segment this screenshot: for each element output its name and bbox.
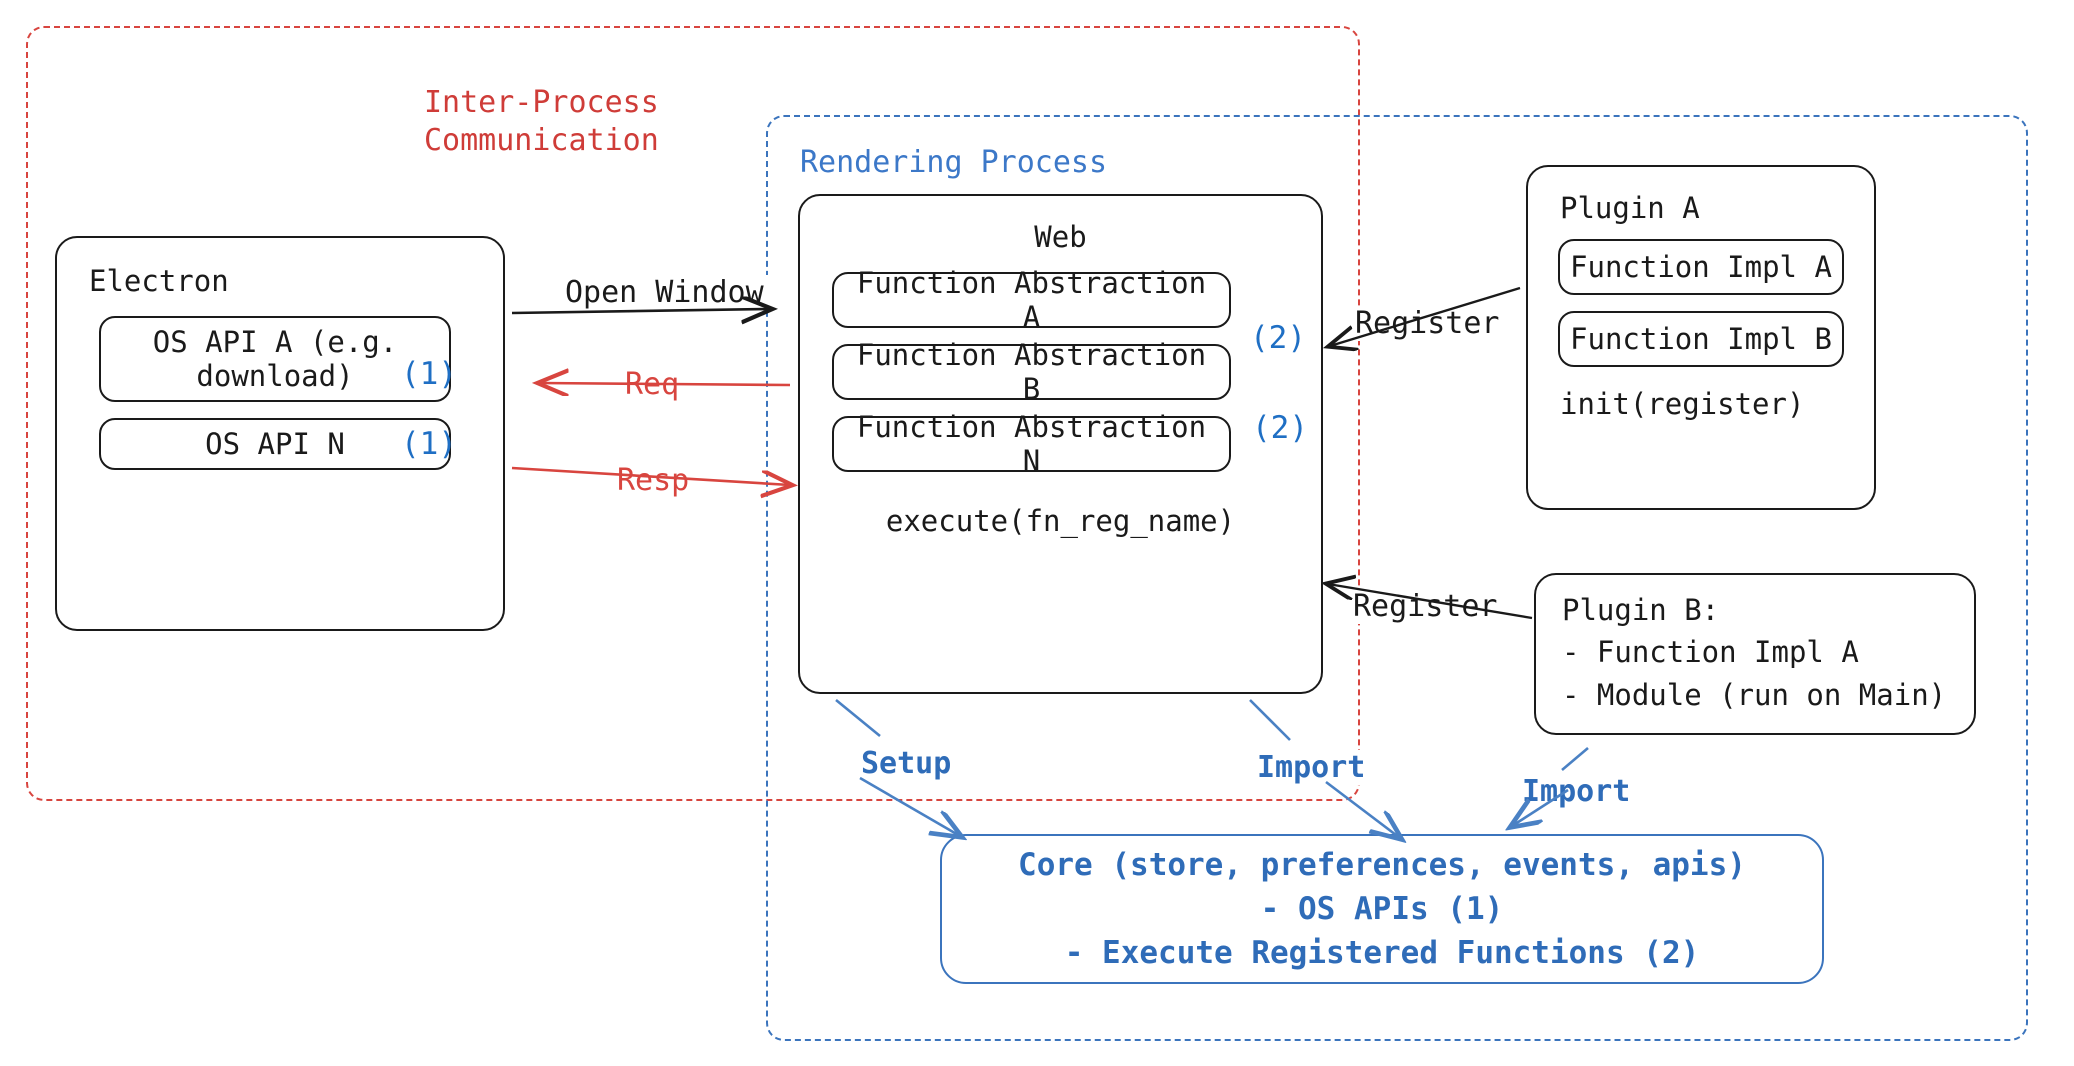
- electron-box: Electron OS API A (e.g. download) (1) OS…: [55, 236, 505, 631]
- electron-title: Electron: [89, 264, 229, 298]
- fn-abs-n-row: Function Abstraction N: [832, 410, 1231, 478]
- edge-label-import-plugin-b: Import: [1517, 774, 1636, 809]
- plugin-a-init-label: init(register): [1560, 387, 1805, 421]
- edge-label-register-a: Register: [1350, 306, 1505, 341]
- fn-abs-b-row: Function Abstraction B: [832, 338, 1231, 406]
- edge-label-resp: Resp: [612, 463, 695, 498]
- core-line-2: - OS APIs (1): [1260, 890, 1504, 927]
- web-title: Web: [1034, 220, 1087, 254]
- os-api-n-marker: (1): [401, 426, 457, 462]
- rendering-process-title: Rendering Process: [800, 145, 1108, 180]
- edge-label-req: Req: [620, 367, 685, 402]
- os-api-a-box[interactable]: OS API A (e.g. download): [99, 316, 451, 402]
- function-abstraction-b-box[interactable]: Function Abstraction B: [832, 338, 1231, 406]
- function-impl-a-box[interactable]: Function Impl A: [1558, 239, 1844, 295]
- function-impl-b-box[interactable]: Function Impl B: [1558, 311, 1844, 367]
- edge-label-import-web: Import: [1252, 750, 1371, 785]
- rendering-process-container: [766, 115, 2028, 1041]
- edge-label-setup: Setup: [856, 746, 957, 781]
- edge-label-register-b: Register: [1348, 589, 1503, 624]
- os-api-n-box[interactable]: OS API N: [99, 418, 451, 470]
- function-abstraction-n-box[interactable]: Function Abstraction N: [832, 410, 1231, 478]
- core-line-3: - Execute Registered Functions (2): [1064, 935, 1700, 971]
- plugin-a-box: Plugin A Function Impl A Function Impl B…: [1526, 165, 1876, 510]
- os-api-n-row: OS API N (1): [99, 418, 457, 470]
- web-execute-label: execute(fn_reg_name): [885, 504, 1236, 538]
- function-abstraction-a-box[interactable]: Function Abstraction A: [832, 266, 1231, 334]
- function-abstraction-a-marker: (2): [1250, 320, 1306, 356]
- plugin-b-lines: Plugin B: - Function Impl A - Module (ru…: [1562, 593, 1947, 712]
- os-api-a-row: OS API A (e.g. download) (1): [99, 316, 457, 402]
- edge-label-open-window: Open Window: [560, 275, 769, 310]
- plugin-a-title: Plugin A: [1560, 191, 1700, 225]
- core-box[interactable]: Core (store, preferences, events, apis) …: [940, 834, 1824, 984]
- web-box: Web Function Abstraction A Function Abst…: [798, 194, 1323, 694]
- core-line-1: Core (store, preferences, events, apis): [1018, 846, 1746, 883]
- plugin-b-box: Plugin B: - Function Impl A - Module (ru…: [1534, 573, 1976, 735]
- function-abstraction-b-marker: (2): [1252, 410, 1308, 446]
- fn-abs-a-row: Function Abstraction A: [832, 266, 1231, 334]
- ipc-title: Inter-Process Communication: [424, 85, 659, 159]
- os-api-a-marker: (1): [401, 356, 457, 392]
- ipc-container: [26, 26, 1360, 801]
